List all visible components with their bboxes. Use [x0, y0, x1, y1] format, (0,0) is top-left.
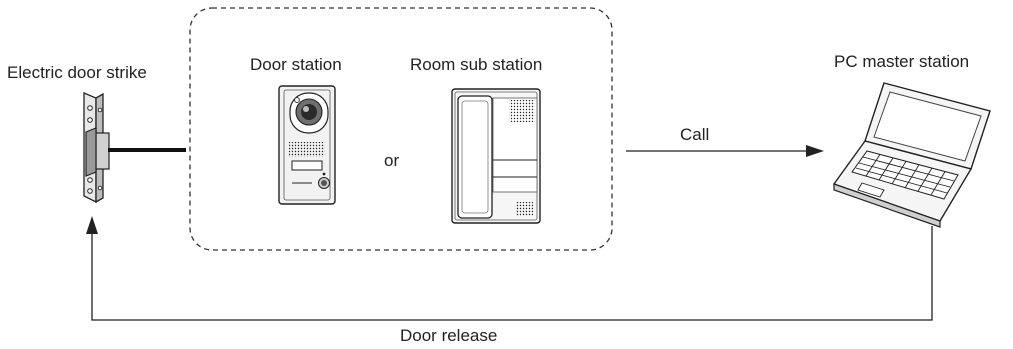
pc-master-station-label: PC master station — [834, 52, 970, 71]
electric-door-strike-label: Electric door strike — [7, 63, 147, 82]
door-station-icon — [278, 85, 336, 205]
laptop-icon — [832, 82, 991, 228]
station-group-box — [189, 7, 613, 251]
room-sub-station-label: Room sub station — [410, 55, 543, 74]
call-label: Call — [680, 125, 710, 144]
room-sub-station-icon — [451, 88, 541, 224]
door-station-label: Door station — [250, 55, 342, 74]
call-arrow — [626, 145, 824, 157]
electric-door-strike-icon — [83, 92, 110, 204]
door-release-label: Door release — [400, 326, 498, 345]
or-label: or — [384, 151, 400, 170]
door-release-arrow — [86, 216, 933, 321]
